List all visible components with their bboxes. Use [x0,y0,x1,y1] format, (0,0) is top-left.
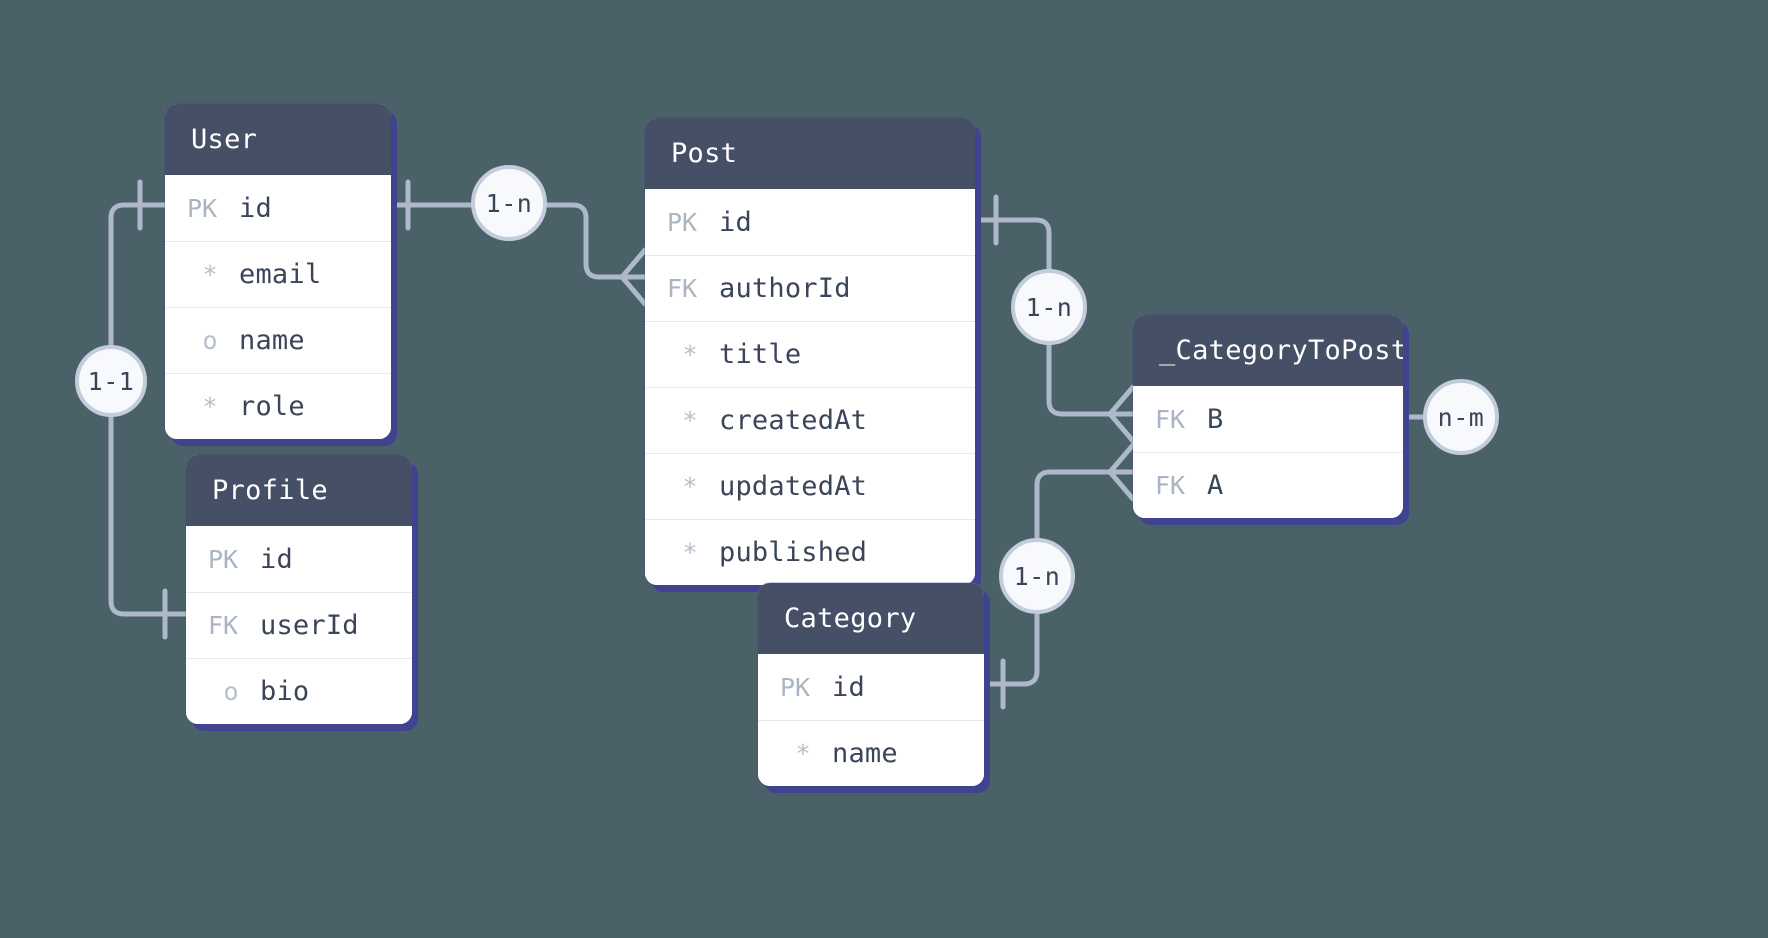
wire-user-post-b [544,202,648,280]
relationship-badge-category-post[interactable]: n-m [1423,379,1499,455]
field-key-fk-icon: FK [1155,404,1186,434]
field-key-fk-icon: FK [1155,471,1186,500]
crowfoot-ctp-b [1107,384,1136,444]
field-name: name [832,738,898,769]
field-key-optional-icon: o [223,677,239,706]
field-key-required-icon: * [682,406,698,435]
crowfoot-ctp-a [1107,442,1136,502]
field-row[interactable]: PK id [165,175,391,241]
wire-post-ctp-a [972,217,1052,272]
relationship-badge-label: 1-n [1025,292,1073,322]
field-name: email [239,259,322,290]
entity-fields-category-to-post: FK B FK A [1133,386,1403,518]
field-row[interactable]: PK id [758,654,984,720]
field-key-required-icon: * [682,340,698,369]
relationship-badge-user-post[interactable]: 1-n [471,165,547,241]
field-name: name [239,325,305,356]
field-key-fk-icon: FK [667,274,698,303]
field-key-fk-icon: FK [208,611,239,640]
field-name: published [719,537,868,568]
field-row[interactable]: * createdAt [645,387,975,453]
field-row[interactable]: * name [758,720,984,786]
field-row[interactable]: * email [165,241,391,307]
entity-fields-category: PK id * name [758,654,984,786]
entity-title-post: Post [645,118,975,189]
entity-title-category: Category [758,583,984,654]
wire-user-profile [108,202,168,348]
field-name: A [1207,470,1224,501]
field-name: id [832,671,865,703]
relationship-badge-label: n-m [1437,402,1485,432]
field-key-required-icon: * [795,739,811,768]
field-name: id [260,543,293,575]
entity-title-category-to-post: _CategoryToPost [1133,315,1403,386]
field-key-pk-icon: PK [780,672,811,702]
entity-title-profile: Profile [186,455,412,526]
relationship-badge-category-categorytopost[interactable]: 1-n [999,538,1075,614]
field-name: createdAt [719,405,868,436]
crowfoot-post-authorid [619,247,648,307]
field-key-optional-icon: o [202,326,218,355]
field-name: role [239,391,305,422]
field-name: id [719,206,752,238]
wire-category-ctp-b [1034,469,1136,541]
field-row[interactable]: PK id [186,526,412,592]
field-key-pk-icon: PK [187,193,218,223]
field-key-pk-icon: PK [208,544,239,574]
field-key-pk-icon: PK [667,207,698,237]
relationship-badge-label: 1-n [485,188,533,218]
field-name: title [719,339,802,370]
field-name: updatedAt [719,471,868,502]
field-name: authorId [719,273,851,304]
entity-title-user: User [165,104,391,175]
wire-user-profile-lower [108,414,189,617]
field-key-required-icon: * [682,472,698,501]
field-name: userId [260,610,359,641]
field-row[interactable]: PK id [645,189,975,255]
field-row[interactable]: FK authorId [645,255,975,321]
field-name: B [1207,403,1224,435]
field-key-required-icon: * [202,392,218,421]
field-row[interactable]: FK userId [186,592,412,658]
wire-post-ctp-b [1046,342,1136,417]
relationship-badge-post-categorytopost[interactable]: 1-n [1011,269,1087,345]
relationship-badge-label: 1-1 [87,366,135,396]
field-name: bio [260,676,310,707]
field-row[interactable]: * updatedAt [645,453,975,519]
field-key-required-icon: * [202,260,218,289]
field-row[interactable]: * role [165,373,391,439]
field-row[interactable]: * published [645,519,975,585]
field-row[interactable]: * title [645,321,975,387]
relationship-badge-user-profile[interactable]: 1-1 [75,345,147,417]
field-row[interactable]: FK B [1133,386,1403,452]
wire-category-ctp-a [981,611,1040,687]
relationship-badge-label: 1-n [1013,561,1061,591]
field-row[interactable]: FK A [1133,452,1403,518]
field-name: id [239,192,272,224]
field-key-required-icon: * [682,538,698,567]
